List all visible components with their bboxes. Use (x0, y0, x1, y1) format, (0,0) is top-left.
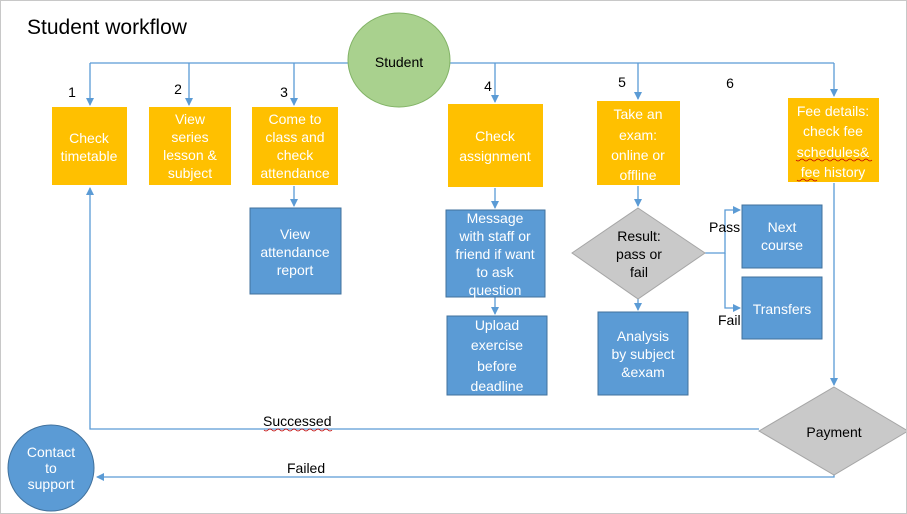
node-line: Payment (806, 424, 861, 440)
node-line: Check (69, 130, 110, 146)
node-line: with staff or (458, 228, 531, 244)
node-line: fee history (801, 164, 866, 180)
branch-number-1: 1 (68, 84, 76, 100)
edge-successed (86, 187, 759, 430)
node-line: by subject (611, 346, 674, 362)
edge-failed (96, 473, 835, 481)
node-view-series[interactable]: View series lesson & subject (149, 107, 231, 185)
branch-number-6: 6 (726, 75, 734, 91)
node-line: Contact (27, 444, 75, 460)
node-contact-support[interactable]: Contact to support (7, 424, 95, 512)
node-line: &exam (621, 364, 665, 380)
node-line: attendance (260, 244, 329, 260)
start-label: Student (375, 54, 423, 70)
node-take-exam[interactable]: Take an exam: online or offline (597, 101, 680, 185)
node-line: check fee (803, 123, 863, 139)
node-line: lesson & (163, 147, 217, 163)
node-line: fail (630, 264, 648, 280)
node-line: pass or (616, 246, 662, 262)
node-check-assignment[interactable]: Check assignment (448, 104, 543, 187)
node-line: friend if want (455, 246, 534, 262)
node-transfers[interactable]: Transfers (741, 276, 823, 340)
node-line: View (280, 226, 311, 242)
diagram-title: Student workflow (27, 16, 188, 39)
node-message-staff[interactable]: Message with staff or friend if want to … (445, 209, 546, 298)
node-analysis[interactable]: Analysis by subject &exam (597, 311, 689, 396)
node-line: subject (168, 165, 212, 181)
node-line: Check (475, 128, 516, 144)
node-line: support (28, 476, 75, 492)
node-line: series (171, 129, 208, 145)
node-line: deadline (471, 378, 524, 394)
branch-numbers: 1 2 3 4 5 6 (68, 74, 734, 100)
node-line: Next (768, 219, 797, 235)
edge-label-pass: Pass (709, 219, 740, 235)
node-line: Upload (475, 317, 519, 333)
node-line: Result: (617, 228, 661, 244)
node-line: Take an (613, 106, 662, 122)
branch-number-4: 4 (484, 78, 492, 94)
node-line: to (45, 460, 57, 476)
node-next-course[interactable]: Next course (741, 204, 823, 269)
decision-payment[interactable]: Payment (758, 386, 906, 476)
branch-number-2: 2 (174, 81, 182, 97)
node-line: schedules& (797, 144, 870, 160)
node-line: report (277, 262, 314, 278)
connectors (86, 62, 838, 481)
node-line: course (761, 237, 803, 253)
node-line: exam: (619, 127, 657, 143)
node-line: attendance (260, 165, 329, 181)
node-line: Message (467, 210, 524, 226)
node-line: to ask (476, 264, 514, 280)
edge-label-fail: Fail (718, 312, 741, 328)
edge-fail (724, 253, 741, 312)
node-come-to-class[interactable]: Come to class and check attendance (252, 107, 338, 185)
branch-number-3: 3 (280, 84, 288, 100)
spellcheck-underline (796, 178, 818, 182)
edge-pass (705, 206, 741, 254)
node-line: exercise (471, 337, 523, 353)
node-line: offline (619, 167, 656, 183)
node-fee-details[interactable]: Fee details: check fee schedules& fee hi… (788, 98, 879, 182)
spellcheck-underline (795, 158, 873, 162)
node-line: View (175, 111, 206, 127)
node-line: question (469, 282, 522, 298)
decision-result[interactable]: Result: pass or fail (571, 207, 706, 300)
node-line: Come to (269, 111, 322, 127)
node-line: Analysis (617, 328, 669, 344)
node-line: assignment (459, 148, 531, 164)
edge-label-successed: Successed (263, 413, 331, 429)
branch-number-5: 5 (618, 74, 626, 90)
edge-label-failed: Failed (287, 460, 325, 476)
node-line: Fee details: (797, 103, 869, 119)
spellcheck-underline (263, 428, 333, 432)
node-line: Transfers (753, 301, 812, 317)
node-line: class and (265, 129, 324, 145)
start-node-student[interactable]: Student (347, 12, 451, 108)
node-line: check (277, 147, 315, 163)
node-line: timetable (61, 148, 118, 164)
node-upload-exercise[interactable]: Upload exercise before deadline (446, 315, 548, 396)
node-line: before (477, 358, 517, 374)
node-line: online or (611, 147, 665, 163)
node-check-timetable[interactable]: Check timetable (52, 107, 127, 185)
node-view-attendance[interactable]: View attendance report (249, 207, 342, 295)
